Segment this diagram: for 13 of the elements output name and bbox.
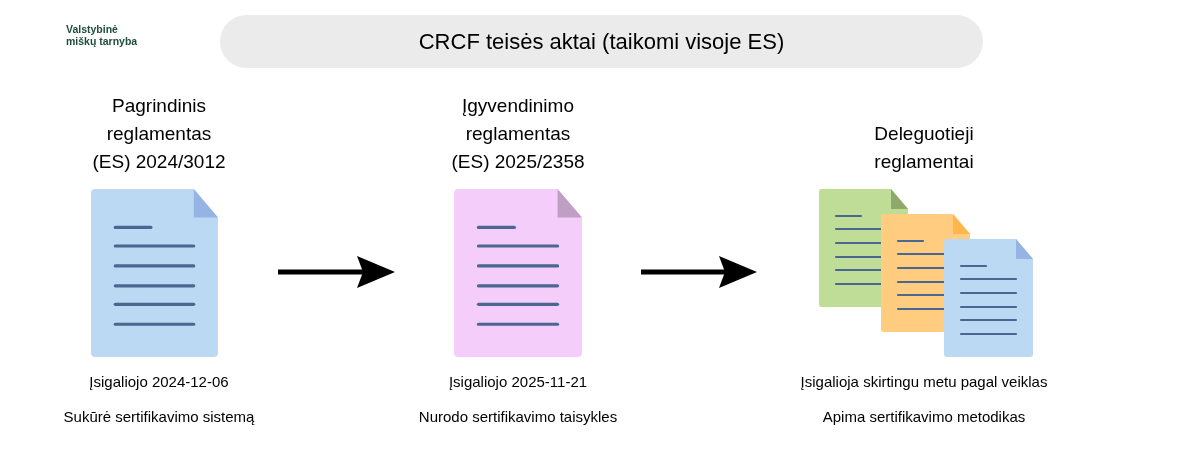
caption-text: Apima sertifikavimo metodikas (822, 407, 1026, 427)
document-title: Pagrindinis reglamentas (ES) 2024/3012 (91, 94, 227, 174)
caption-text: Nurodo sertifikavimo taisykles (418, 407, 618, 427)
caption-text: Įsigaliojo 2025-11-21 (448, 372, 588, 392)
caption-text: Įsigaliojo 2024-12-06 (89, 372, 229, 392)
arrow (641, 256, 757, 288)
caption-text: Įsigalioja skirtingu metu pagal veiklas (800, 372, 1048, 392)
document-title: Įgyvendinimo reglamentas (ES) 2025/2358 (450, 94, 586, 174)
arrow (278, 256, 395, 288)
organization-name: Valstybinė miškų tarnyba (66, 23, 139, 47)
document-title: Deleguotieji reglamentai (873, 122, 975, 174)
caption-text: Sukūrė sertifikavimo sistemą (63, 407, 255, 427)
title-banner: CRCF teisės aktai (taikomi visoje ES) (220, 15, 983, 68)
